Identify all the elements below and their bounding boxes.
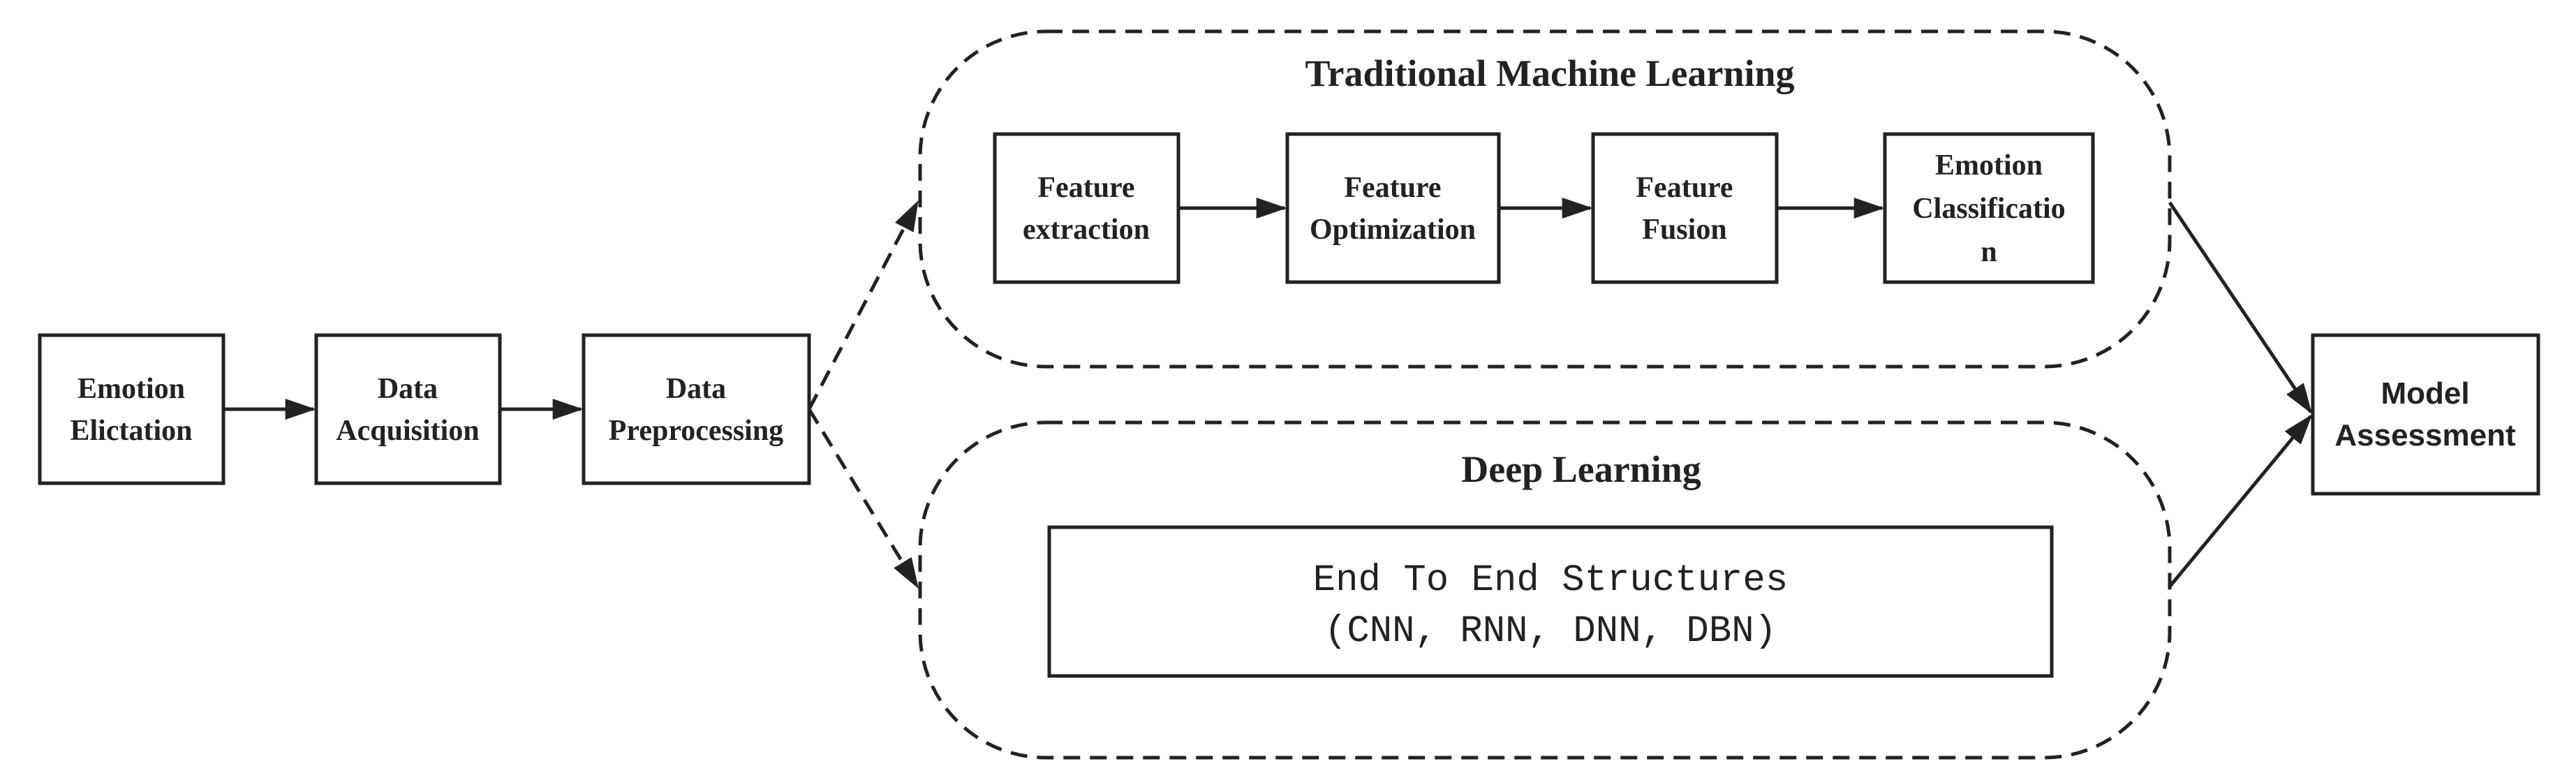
data-acquisition-line2: Acquisition — [336, 415, 479, 447]
arrow-preprocessing-to-traditional — [807, 200, 919, 411]
end-to-end-line1: End To End Structures — [1313, 559, 1789, 602]
feature-optimization-line1: Feature — [1344, 172, 1441, 204]
end-to-end-structures-node: End To End Structures (CNN, RNN, DNN, DB… — [1047, 525, 2054, 678]
arrow-traditional-to-assessment — [2168, 201, 2313, 415]
feature-optimization-node: Feature Optimization — [1285, 132, 1501, 284]
model-assessment-line2: Assessment — [2334, 418, 2516, 452]
feature-extraction-node: Feature extraction — [993, 132, 1180, 284]
data-preprocessing-line1: Data — [666, 373, 726, 405]
data-acquisition-line1: Data — [378, 373, 438, 405]
emotion-elicitation-node: Emotion Elictation — [38, 333, 225, 485]
feature-optimization-line2: Optimization — [1310, 214, 1476, 246]
arrow-preprocessing-to-deep — [807, 408, 919, 589]
emotion-classification-line2: Classificatio — [1912, 193, 2065, 225]
emotion-classification-line1: Emotion — [1935, 149, 2043, 182]
arrow-deep-to-assessment — [2168, 414, 2313, 588]
traditional-ml-group — [918, 29, 2172, 369]
emotion-classification-node: Emotion Classificatio n — [1883, 132, 2095, 284]
deep-learning-title: Deep Learning — [1461, 448, 1701, 490]
data-preprocessing-line2: Preprocessing — [609, 415, 783, 447]
emotion-classification-line3: n — [1981, 236, 1997, 268]
end-to-end-line2: (CNN, RNN, DNN, DBN) — [1324, 610, 1777, 653]
data-acquisition-node: Data Acquisition — [314, 333, 502, 485]
feature-fusion-line1: Feature — [1636, 172, 1733, 204]
data-preprocessing-node: Data Preprocessing — [582, 333, 811, 485]
emotion-elicitation-line1: Emotion — [77, 373, 185, 405]
model-assessment-line1: Model — [2381, 376, 2469, 411]
feature-extraction-line1: Feature — [1037, 172, 1134, 204]
feature-fusion-line2: Fusion — [1642, 214, 1726, 246]
feature-extraction-line2: extraction — [1023, 214, 1150, 246]
model-assessment-node: Model Assessment — [2311, 333, 2540, 496]
feature-fusion-node: Feature Fusion — [1591, 132, 1779, 284]
traditional-ml-title: Traditional Machine Learning — [1305, 52, 1794, 94]
emotion-elicitation-line2: Elictation — [71, 415, 193, 447]
deep-learning-group — [918, 420, 2172, 760]
